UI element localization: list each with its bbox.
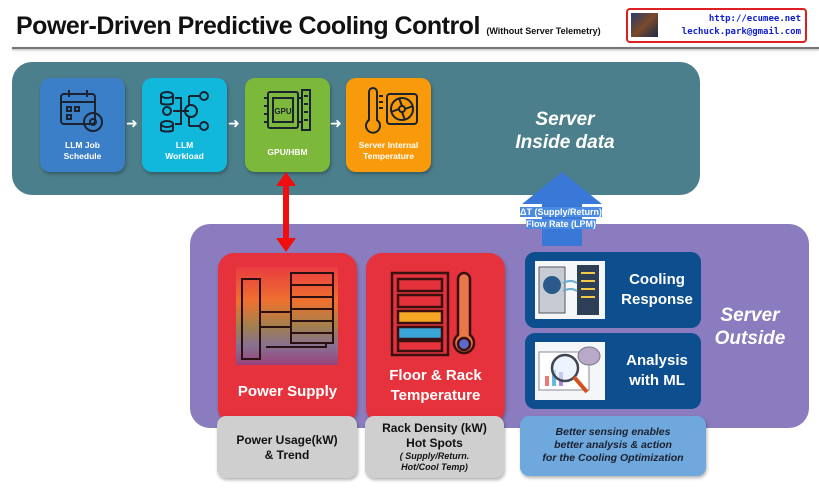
svg-text:GPU: GPU [274,107,292,116]
step-label: GPU/HBM [267,147,308,157]
arrow-right-icon: ➜ [228,115,240,131]
note-line: Hot/Cool Temp) [401,462,468,472]
data-flow-icon [160,91,209,133]
step-gpu-hbm: GPU GPU/HBM [245,78,330,172]
card-label: Cooling [629,271,685,288]
gpu-chip-icon: GPU [264,89,311,131]
step-label: Schedule [63,151,102,161]
analysis-ml-card: Analysis with ML [525,333,701,409]
zone-label-line: Inside data [515,132,615,153]
thermometer-fan-icon [365,87,418,134]
contact-box: http://ecumee.net lechuck.park@gmail.com [626,8,807,43]
rack-density-note: Rack Density (kW)Hot Spots( Supply/Retur… [365,416,504,478]
note-line: Better sensing enables [555,426,671,438]
note-line: Hot Spots [406,436,463,450]
step-label: Server Internal [358,140,419,150]
subtitle: (Without Server Telemetry) [486,26,601,36]
step-label: LLM Job [65,140,100,150]
power-supply-card: Power Supply [218,253,357,424]
step-label: Workload [165,151,204,161]
title-text: Power-Driven Predictive Cooling Control [16,12,480,40]
power-usage-note: Power Usage(kW)& Trend [217,416,357,478]
bidirectional-arrow-icon [276,172,296,252]
contact-url[interactable]: http://ecumee.net [708,14,801,24]
card-label: with ML [629,372,685,389]
contact-email[interactable]: lechuck.park@gmail.com [681,27,801,37]
card-label: Temperature [390,387,481,404]
magnifier-chart-brain-icon [535,342,605,400]
rack-thermometer-icon [390,271,476,357]
title-divider [12,47,819,49]
delta-t-label: ΔT (Supply/Return) [520,207,602,217]
card-label: Power Supply [237,383,338,400]
note-line: for the Cooling Optimization [542,452,684,464]
avatar [631,13,658,37]
cooling-unit-server-icon [535,261,605,319]
flow-arrow-label: ΔT (Supply/Return) Flow Rate (LPM) [515,206,607,230]
note-line: & Trend [264,448,310,462]
card-label: Floor & Rack [389,367,482,384]
card-label: Analysis [626,352,688,369]
step-label: LLM [175,140,194,150]
note-line: better analysis & action [554,439,672,451]
arrow-right-icon: ➜ [330,115,342,131]
arrow-right-icon: ➜ [126,115,138,131]
note-line: ( Supply/Return. [399,451,470,461]
card-label: Response [621,291,693,308]
calendar-gear-icon [60,90,103,132]
flow-rate-label: Flow Rate (LPM) [526,219,596,229]
step-label: Temperature [363,151,414,161]
zone-label-line: Server [535,109,595,130]
power-strip-rack-icon [236,267,338,365]
zone-label-line: Outside [714,328,786,349]
note-line: Power Usage(kW) [236,433,338,447]
note-line: Rack Density (kW) [382,421,487,435]
zone-label-line: Server [720,305,780,326]
page-title: Power-Driven Predictive Cooling Control … [16,12,601,41]
